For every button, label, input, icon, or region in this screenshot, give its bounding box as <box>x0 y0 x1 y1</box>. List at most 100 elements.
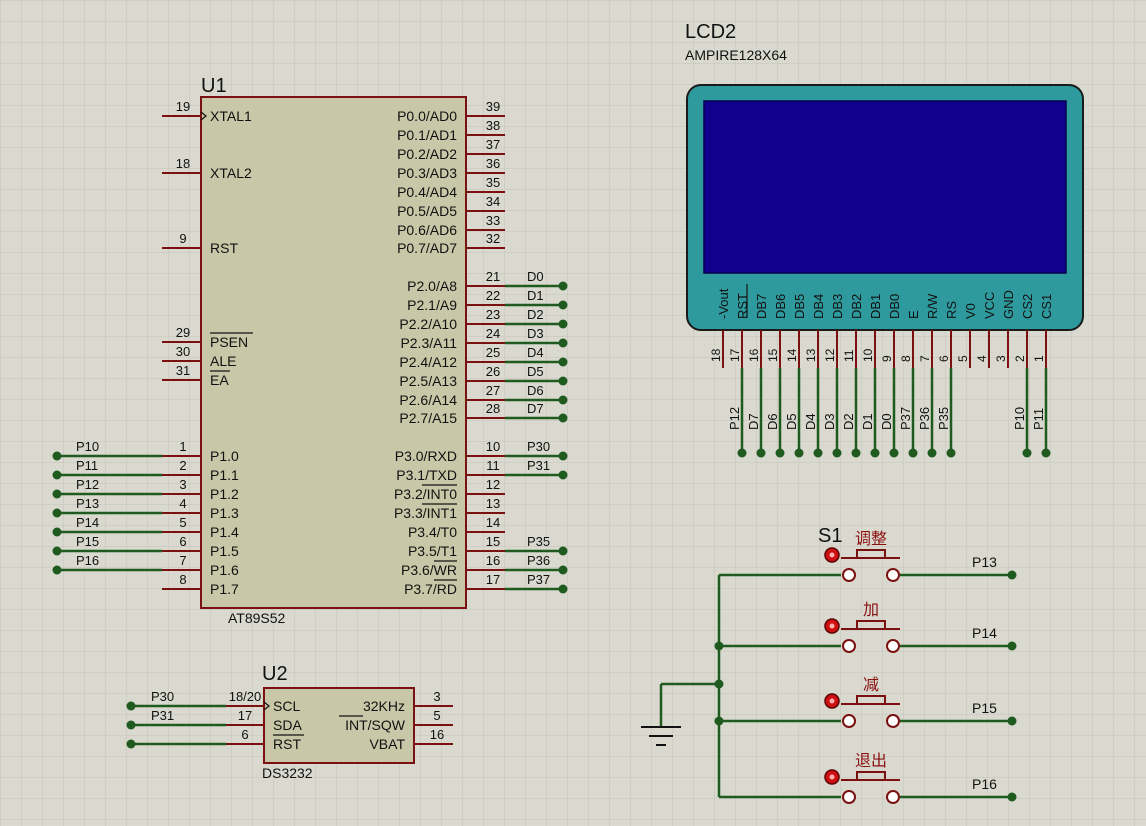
net-terminal[interactable] <box>558 584 568 594</box>
net-terminal[interactable] <box>52 546 62 556</box>
net-terminal[interactable] <box>558 300 568 310</box>
lcd-pin-number: 1 <box>1032 355 1046 362</box>
net-terminal[interactable] <box>813 448 823 458</box>
u1-pin-number: 25 <box>486 345 500 360</box>
net-label: P13 <box>972 554 997 570</box>
net-terminal[interactable] <box>889 448 899 458</box>
u2-pin-number: 6 <box>241 727 248 742</box>
net-terminal[interactable] <box>1041 448 1051 458</box>
net-terminal[interactable] <box>1007 641 1017 651</box>
net-label: P30 <box>151 689 174 704</box>
net-terminal[interactable] <box>52 451 62 461</box>
net-terminal[interactable] <box>558 338 568 348</box>
net-terminal[interactable] <box>558 319 568 329</box>
net-terminal[interactable] <box>558 565 568 575</box>
u2-ds3232[interactable]: U2DS323218/20SCL17SDA6RST332KHz5INT/SQW1… <box>226 663 453 781</box>
net-terminal[interactable] <box>126 720 136 730</box>
u1-pin-name: RST <box>210 240 238 256</box>
u1-pin-name: EA <box>210 372 229 388</box>
u1-pin-name: P1.1 <box>210 467 239 483</box>
lcd2-ampire128x64[interactable]: LCD2AMPIRE128X64-Vout18RST17DB716DB615DB… <box>685 21 1084 368</box>
net-terminal[interactable] <box>927 448 937 458</box>
u1-pin-number: 14 <box>486 515 500 530</box>
u1-pin-name: XTAL2 <box>210 165 252 181</box>
net-terminal[interactable] <box>52 527 62 537</box>
u2-pin-number: 5 <box>433 708 440 723</box>
push-button[interactable]: 调整 <box>824 530 900 582</box>
net-terminal[interactable] <box>851 448 861 458</box>
net-terminal[interactable] <box>756 448 766 458</box>
u1-pin-name: P0.2/AD2 <box>397 146 457 162</box>
net-terminal[interactable] <box>558 357 568 367</box>
net-terminal[interactable] <box>775 448 785 458</box>
u1-pin-name: P1.3 <box>210 505 239 521</box>
net-label: D1 <box>860 413 875 430</box>
u1-pin-name: P0.0/AD0 <box>397 108 457 124</box>
net-terminal[interactable] <box>870 448 880 458</box>
lcd-pin-name: V0 <box>963 303 978 319</box>
net-label: D5 <box>527 364 544 379</box>
u1-pin-number: 27 <box>486 383 500 398</box>
button-indicator-center <box>829 774 835 780</box>
u1-body[interactable] <box>200 96 467 609</box>
button-label: 减 <box>863 676 879 694</box>
net-label: D7 <box>527 401 544 416</box>
lcd-pin-name: CS1 <box>1039 294 1054 319</box>
lcd-pin-number: 16 <box>747 348 761 362</box>
net-terminal[interactable] <box>832 448 842 458</box>
net-terminal[interactable] <box>558 376 568 386</box>
net-terminal[interactable] <box>1007 716 1017 726</box>
u1-pin-number: 15 <box>486 534 500 549</box>
net-terminal[interactable] <box>558 470 568 480</box>
lcd-pin-number: 13 <box>804 348 818 362</box>
net-terminal[interactable] <box>558 413 568 423</box>
net-terminal[interactable] <box>52 508 62 518</box>
net-terminal[interactable] <box>1007 792 1017 802</box>
net-label: D3 <box>822 413 837 430</box>
push-button[interactable]: 减 <box>824 676 900 728</box>
net-label: P11 <box>1031 408 1046 430</box>
lcd-pin-name: DB2 <box>849 294 864 319</box>
net-terminal[interactable] <box>52 489 62 499</box>
net-terminal[interactable] <box>52 565 62 575</box>
net-terminal[interactable] <box>1022 448 1032 458</box>
push-button[interactable]: 退出 <box>824 752 900 804</box>
button-indicator-center <box>829 623 835 629</box>
push-button[interactable]: 加 <box>824 601 900 653</box>
u1-pin-name: P3.0/RXD <box>395 448 457 464</box>
net-terminal[interactable] <box>737 448 747 458</box>
u2-pin-name: RST <box>273 736 301 752</box>
clock-marker <box>200 111 207 121</box>
u1-pin-number: 4 <box>179 496 186 511</box>
net-label: P31 <box>527 458 550 473</box>
lcd-pin-number: 3 <box>994 355 1008 362</box>
u1-pin-number: 11 <box>486 458 500 473</box>
u1-pin-number: 24 <box>486 326 500 341</box>
net-terminal[interactable] <box>794 448 804 458</box>
net-terminal[interactable] <box>126 739 136 749</box>
u1-pin-name: P3.2/INT0 <box>394 486 457 502</box>
u1-pin-number: 30 <box>176 344 190 359</box>
u1-ref-label: U1 <box>201 75 227 97</box>
net-label: D6 <box>765 413 780 430</box>
net-terminal[interactable] <box>558 546 568 556</box>
u1-pin-number: 19 <box>176 99 190 114</box>
net-terminal[interactable] <box>908 448 918 458</box>
lcd-pin-name: E <box>906 310 921 319</box>
net-terminal[interactable] <box>1007 570 1017 580</box>
net-terminal[interactable] <box>558 395 568 405</box>
lcd-pin-number: 6 <box>937 355 951 362</box>
net-terminal[interactable] <box>52 470 62 480</box>
lcd-pin-name: DB7 <box>754 294 769 319</box>
u1-pin-name: P2.0/A8 <box>407 278 457 294</box>
u1-part-label: AT89S52 <box>228 610 286 626</box>
net-label: D0 <box>879 413 894 430</box>
u1-at89s52[interactable]: U1AT89S5219XTAL118XTAL29RST29PSEN30ALE31… <box>162 75 505 626</box>
net-terminal[interactable] <box>558 281 568 291</box>
net-terminal[interactable] <box>126 701 136 711</box>
net-terminal[interactable] <box>946 448 956 458</box>
u1-pin-number: 22 <box>486 288 500 303</box>
net-terminal[interactable] <box>558 451 568 461</box>
